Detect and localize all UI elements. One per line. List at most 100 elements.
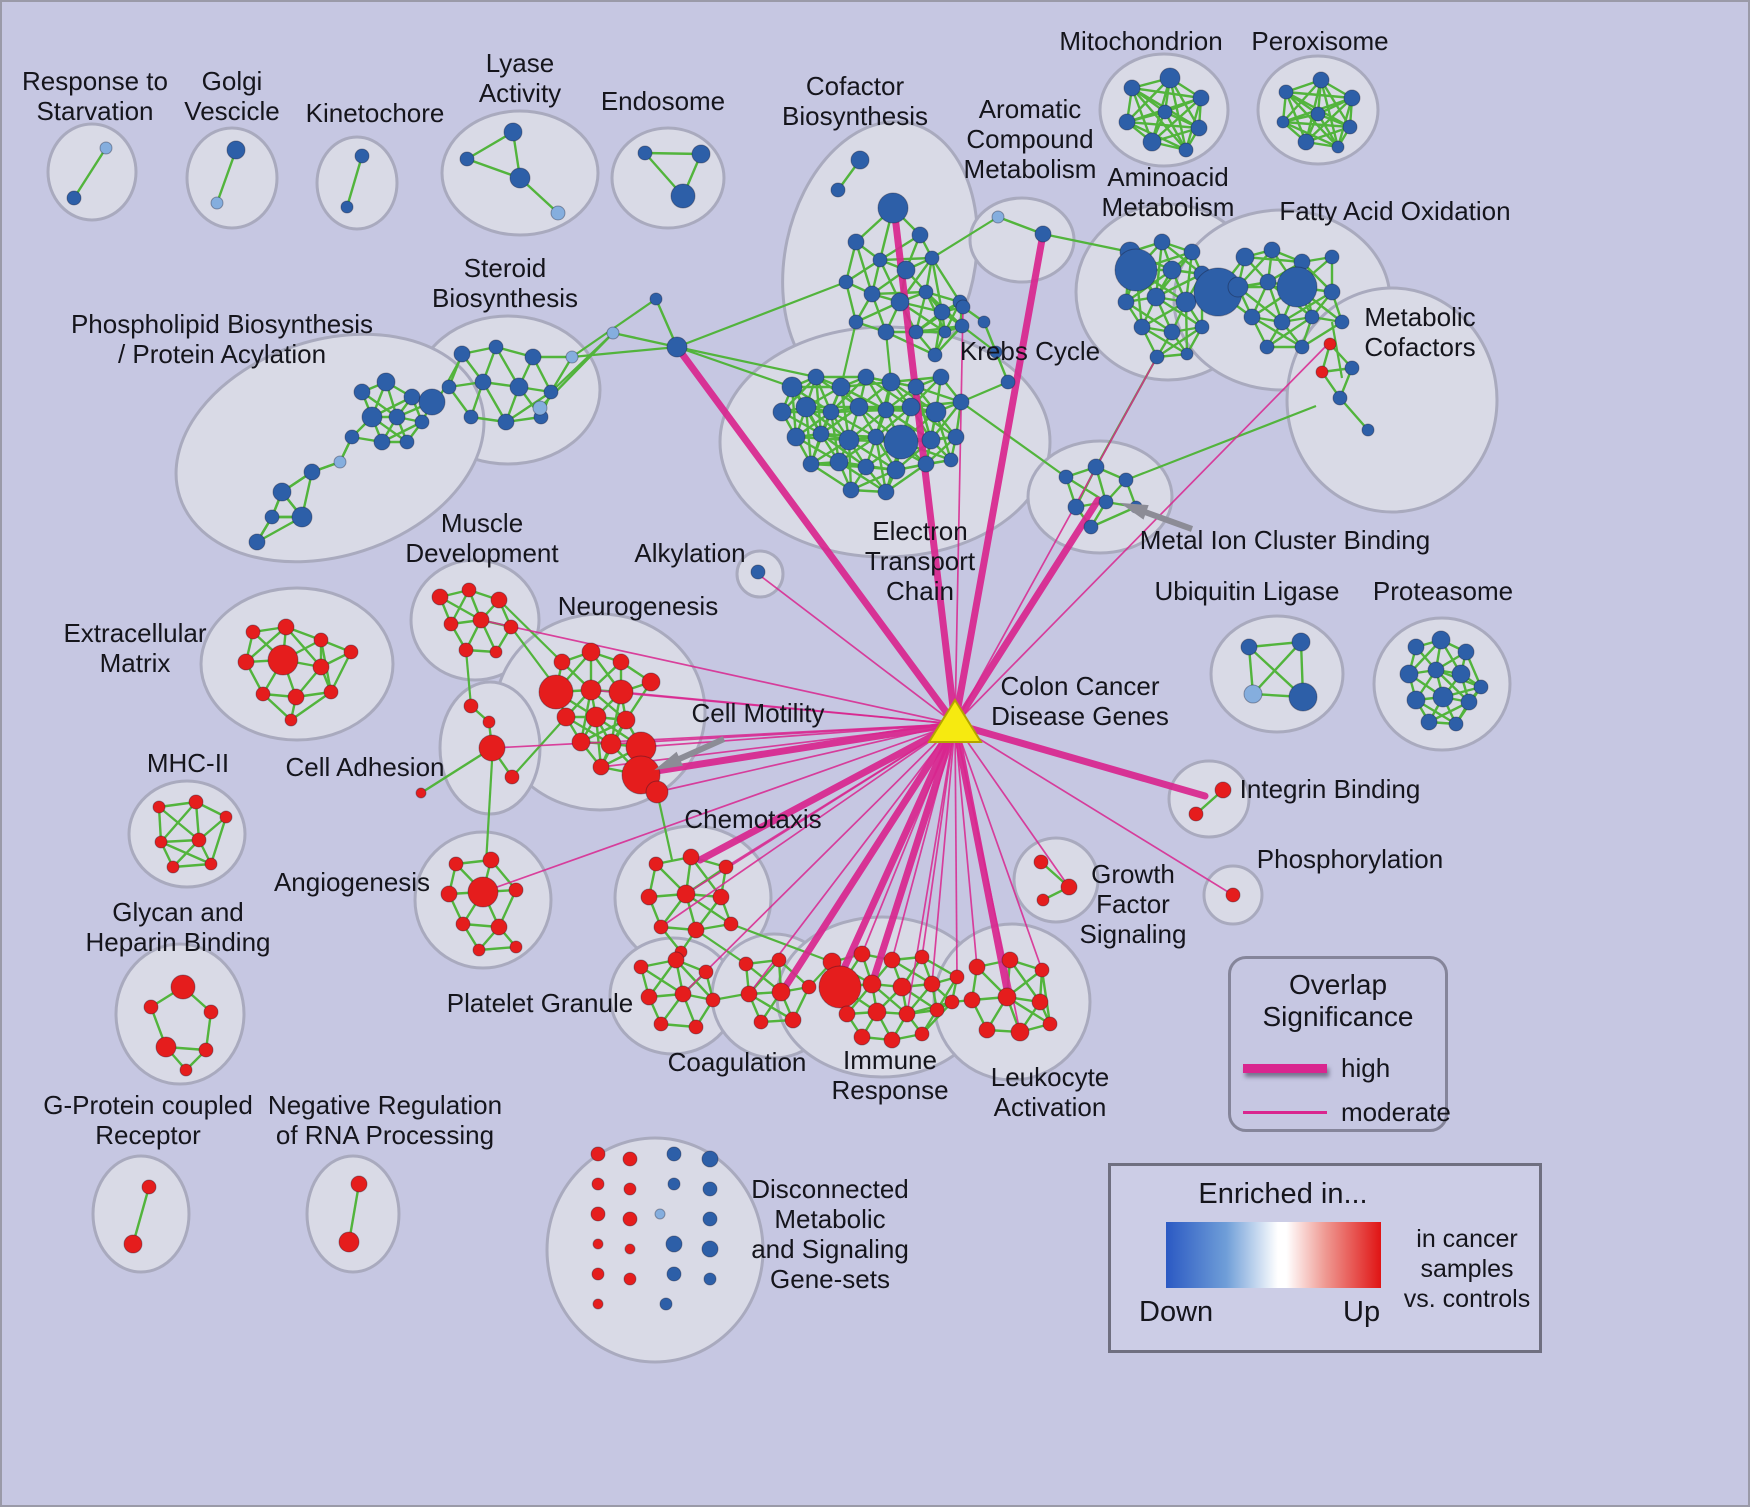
overlap-edge-high [646,720,959,776]
green-edge [1125,300,1173,334]
gene-set-node [179,1063,193,1077]
gene-set-node [801,979,817,995]
green-edge [1141,325,1188,356]
gene-set-node [977,315,991,329]
cluster-label-alkylation: Alkylation [634,538,745,568]
gene-set-node [877,401,895,419]
gene-set-node [543,384,559,400]
gene-set-node [872,252,888,268]
overlap-legend-title-line2: Significance [1262,1001,1414,1032]
gene-set-node [203,1004,219,1020]
overlap-edge-moderate [954,723,958,978]
gene-set-node [340,200,354,214]
enrichment-note-line1: in cancer [1416,1225,1518,1253]
green-edge [1155,295,1203,329]
gene-set-node [255,686,271,702]
green-edge [885,463,927,493]
gene-set-node [463,698,479,714]
green-edge [930,257,944,313]
gene-set-nodes [66,67,1489,1311]
gene-set-node [712,888,730,906]
gene-set-node [838,429,860,451]
gene-set-node [831,377,851,397]
gene-set-node [997,987,1017,1007]
gene-set-node [1312,71,1330,89]
gene-set-node [191,832,207,848]
gene-set-node [933,303,951,321]
gene-set-node [829,452,849,472]
gene-set-node [1399,664,1419,684]
overlap-edge-moderate [921,723,956,958]
cluster-ellipse-mhc-ii [127,779,247,889]
gene-set-node [877,483,895,501]
gene-set-node [1344,360,1360,376]
gene-set-node [862,974,882,994]
cluster-label-cell-adhesion: Cell Adhesion [286,752,445,782]
gene-set-node [459,151,475,167]
gene-set-node [472,611,490,629]
gene-set-node [1343,89,1361,107]
overlap-edge-moderate [954,723,978,968]
overlap-moderate-row: moderate [1243,1097,1451,1128]
gene-set-node [838,274,854,290]
gene-set-node [1098,494,1114,510]
gene-set-node [455,916,471,932]
gene-set-node [1033,854,1049,870]
overlap-edge-moderate [954,723,1043,971]
gene-set-node [333,455,347,469]
gene-set-node [850,150,870,170]
gene-set-node [418,388,446,416]
inter-cluster-edge [960,380,1009,404]
cluster-label-krebs-cycle: Krebs Cycle [960,336,1100,366]
gene-set-node [608,679,634,705]
gene-set-node [1324,249,1340,265]
gene-set-node [952,393,970,411]
gene-set-node [1118,113,1136,131]
gene-set-node [1451,664,1471,684]
gene-set-node [890,292,910,312]
inter-cluster-edge [550,332,614,393]
gene-set-node [963,991,981,1009]
gene-set-node [991,210,1005,224]
inter-cluster-edge [484,760,494,865]
green-edge [290,691,332,721]
gene-set-node [623,1182,637,1196]
gene-set-node [1010,1022,1030,1042]
overlap-edge-moderate [620,691,956,725]
gene-set-node [600,733,622,755]
gene-set-node [338,1231,360,1253]
green-edge [245,626,287,663]
inter-cluster-edge [511,716,567,778]
gene-set-node [914,949,930,965]
gene-set-node [606,326,620,340]
gene-set-node [947,428,965,446]
overlap-edge-moderate [954,343,1329,725]
gene-set-node [955,299,971,315]
gene-set-node [847,233,865,251]
gene-set-node [1042,1016,1058,1032]
gene-set-node [463,409,479,425]
gene-set-node [1180,347,1194,361]
gene-set-node [612,653,630,671]
gene-set-node [461,582,477,598]
gene-set-node [284,713,298,727]
gene-set-node [188,794,204,810]
cluster-label-peroxisome: Peroxisome [1251,26,1388,56]
gene-set-node [143,999,159,1015]
gene-set-node [676,884,696,904]
gene-set-node [842,481,860,499]
gene-set-node [99,141,113,155]
gene-set-node [1146,287,1166,307]
gene-set-node [892,977,912,997]
gene-set-node [771,952,787,968]
gene-set-node [654,1208,666,1220]
gene-set-node [1406,690,1426,710]
overlap-edge-moderate [660,723,956,928]
gene-set-node [723,916,739,932]
